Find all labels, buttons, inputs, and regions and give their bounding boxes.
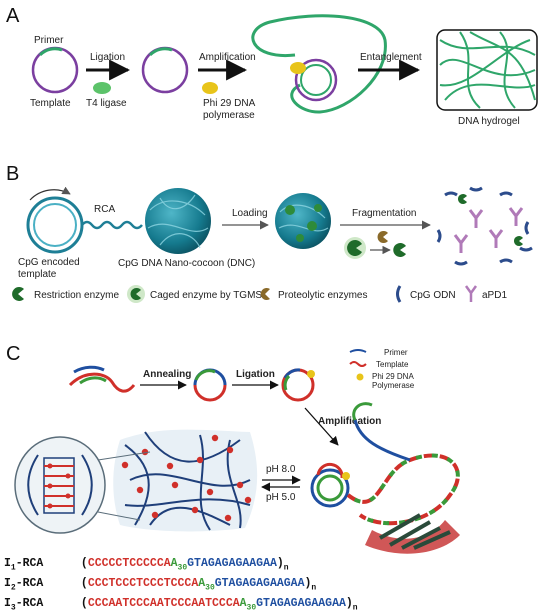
panel-c-label: C	[6, 343, 20, 365]
ligation-label-c: Ligation	[236, 369, 275, 380]
sequence-c-rich-1: CCCCCTCCCCCA	[87, 557, 171, 570]
legend-cpg-odn-icon	[396, 285, 402, 303]
ligated-circle	[141, 46, 189, 94]
legend-caged-enzyme-icon	[127, 285, 145, 303]
legend-primer-icon	[349, 349, 367, 353]
rca-product-loop	[251, 14, 387, 114]
sequence-row-1: I1-RCA (CCCCCTCCCCCAA30GTAGAGAGAAGAA)n	[4, 557, 289, 573]
primer-template-circle	[31, 46, 79, 94]
legend-c-template: Template	[376, 360, 409, 369]
dnc-label: CpG DNA Nano-cocoon (DNC)	[118, 258, 255, 269]
legend-caged-enzyme: Caged enzyme by TGMS	[150, 290, 262, 301]
legend-restriction-enzyme-icon	[12, 286, 24, 301]
sequence-row-3: I3-RCA (CCCAATCCCAATCCCAATCCCAA30GTAGAGA…	[4, 597, 358, 613]
amplification-label-a: Amplification	[199, 52, 256, 63]
loading-label: Loading	[232, 208, 268, 219]
sequence-a-count-3: 30	[246, 603, 257, 613]
cpg-template-circle	[26, 186, 84, 254]
ligated-circle-c	[281, 368, 315, 402]
entanglement-label: Entanglement	[360, 52, 422, 63]
ph-equilibrium-arrows	[261, 475, 301, 492]
ph-5-label: pH 5.0	[266, 492, 296, 503]
loaded-cocoon	[275, 193, 331, 249]
t4-ligase-blob	[93, 82, 111, 94]
fragmented-products	[436, 186, 533, 266]
primer-label: Primer	[34, 35, 64, 46]
legend-proteolytic-enzyme-icon	[260, 288, 270, 300]
enzyme-activation-scheme	[344, 230, 406, 259]
phi29-label-line2: polymerase	[203, 110, 255, 121]
sequence-name-2: I2-RCA	[4, 577, 44, 593]
dna-nano-cocoon	[145, 188, 211, 254]
template-label: Template	[30, 98, 71, 109]
t4-ligase-label: T4 ligase	[86, 98, 127, 109]
ph-8-label: pH 8.0	[266, 464, 296, 475]
legend-c-phi29-line2: Polymerase	[372, 381, 415, 390]
sequence-n-3: n	[352, 603, 358, 613]
amplification-arrow-c	[304, 407, 339, 446]
cpg-template-label-line1: CpG encoded	[18, 257, 80, 268]
dna-network-hydrogel	[113, 429, 258, 532]
rca-strand	[81, 220, 143, 230]
legend-c-phi29-line1: Phi 29 DNA	[372, 372, 414, 381]
legend-apd1: aPD1	[482, 290, 507, 301]
magnified-i-motif	[14, 436, 151, 534]
rca-amplification-product	[310, 402, 460, 554]
sequence-row-2: I2-RCA (CCCTCCCTCCCTCCCAA30GTAGAGAGAAGAA…	[4, 577, 317, 593]
sequence-a-count-2: 30	[205, 583, 215, 593]
sequence-n-2: n	[311, 583, 317, 593]
fragmentation-label: Fragmentation	[352, 208, 416, 219]
phi29-label-line1: Phi 29 DNA	[203, 98, 256, 109]
sequence-c-rich-2: CCCTCCCTCCCTCCCA	[87, 577, 199, 590]
sequence-a-count-1: 30	[177, 563, 188, 573]
amplification-label-c: Amplification	[318, 416, 381, 427]
legend-c-primer: Primer	[384, 348, 408, 357]
sequence-c-rich-3: CCCAATCCCAATCCCAATCCCA	[87, 597, 240, 610]
sequence-name-3: I3-RCA	[4, 597, 44, 613]
cpg-template-label-line2: template	[18, 269, 57, 280]
sequence-g-part-1: GTAGAGAGAAGAA	[187, 557, 277, 570]
ligation-label: Ligation	[90, 52, 125, 63]
annealed-circle	[193, 368, 227, 402]
legend-template-icon	[349, 361, 367, 367]
legend-proteolytic-enzymes: Proteolytic enzymes	[278, 290, 367, 301]
sequence-name-1: I1-RCA	[4, 557, 44, 573]
sequence-g-part-2: GTAGAGAGAAGAA	[214, 577, 305, 590]
legend-apd1-icon	[464, 285, 478, 302]
hydrogel-label: DNA hydrogel	[458, 116, 520, 127]
sequence-g-part-3: GTAGAGAGAAGAA	[256, 597, 346, 610]
panel-b-label: B	[6, 163, 19, 185]
panel-a-label: A	[6, 5, 20, 27]
legend-restriction-enzyme: Restriction enzyme	[34, 290, 119, 301]
dna-hydrogel-box	[436, 29, 538, 111]
annealing-label: Annealing	[143, 369, 191, 380]
legend-phi29-icon	[356, 373, 364, 381]
linear-template-strand	[68, 365, 136, 393]
legend-cpg-odn: CpG ODN	[410, 290, 456, 301]
phi29-blob-a	[202, 82, 218, 94]
sequence-n-1: n	[283, 563, 289, 573]
rca-label: RCA	[94, 204, 115, 215]
